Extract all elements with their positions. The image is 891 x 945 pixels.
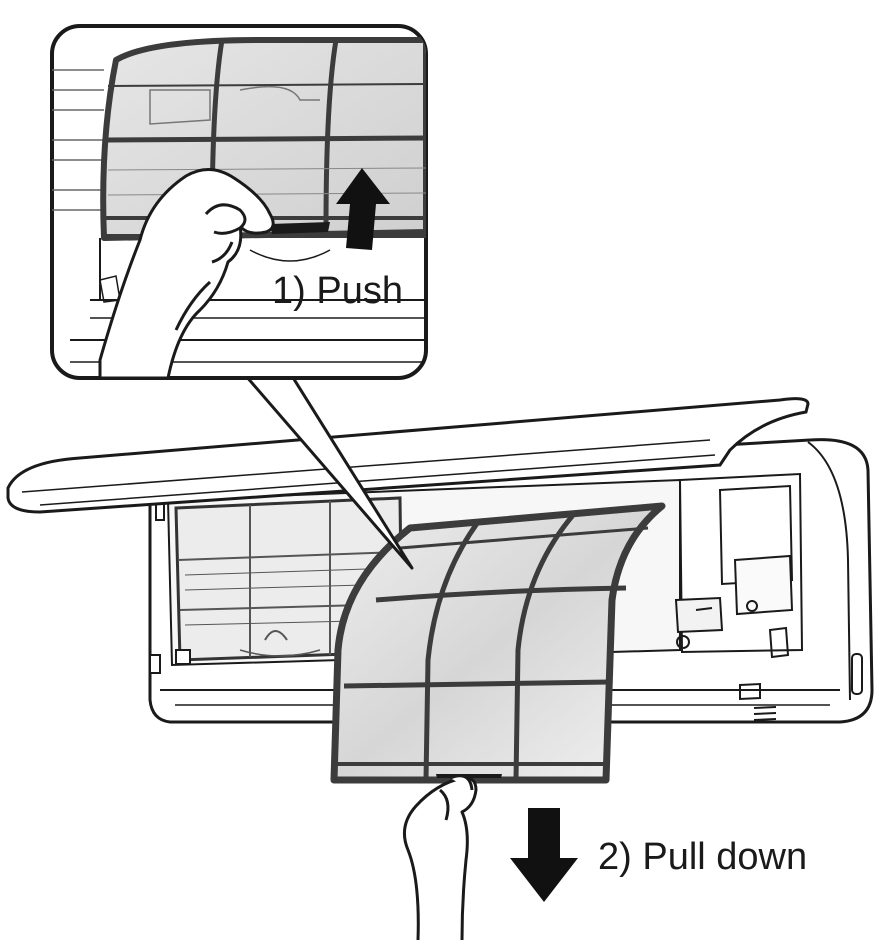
unit-right-compartment [674,472,804,721]
inset-filter-tab [270,222,330,234]
unit-left-clips [149,497,191,674]
screw-icon [746,600,758,612]
front-panel-lid-edge [21,439,711,493]
step-1-push-label: 1) Push [272,270,403,312]
inset-detail-view [50,24,428,380]
pulled-air-filter [330,502,666,784]
unit-right-side [807,441,851,701]
callout-connector [244,375,414,570]
upper-hand-icon [98,168,275,378]
screw-icon [676,635,690,649]
front-panel-lid-edge-2 [39,454,716,506]
step-2-pull-down-label: 2) Pull down [598,836,808,878]
unit-side-button [851,653,863,695]
push-up-arrow [336,168,390,250]
pull-down-arrow [510,808,578,902]
lower-hand-icon [402,774,478,941]
front-panel-lid [6,397,810,514]
